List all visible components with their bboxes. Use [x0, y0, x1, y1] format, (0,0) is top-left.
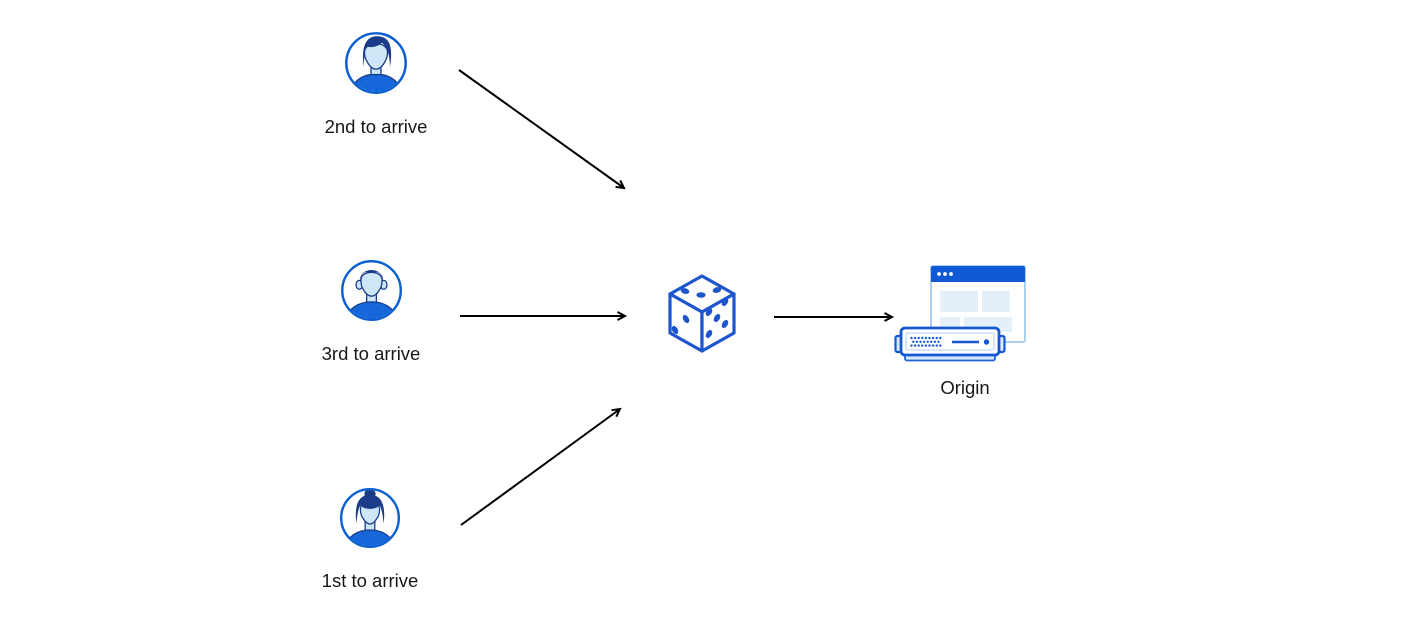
avatar-man-swoop-hair-icon	[345, 32, 407, 94]
dice-icon	[668, 274, 736, 353]
browser-window-icon	[930, 265, 1026, 343]
node-label: 3rd to arrive	[321, 343, 421, 364]
arrow-2nd-to-dice	[458, 69, 626, 190]
node-visitor-3rd: 3rd to arrive	[291, 258, 451, 364]
node-label: Origin	[940, 377, 990, 398]
node-origin: Origin	[894, 265, 1036, 410]
server-icon	[894, 326, 1006, 362]
node-visitor-1st: 1st to arrive	[290, 486, 450, 591]
node-label: 2nd to arrive	[324, 116, 428, 137]
avatar-woman-bun-icon	[340, 488, 400, 548]
node-randomizer	[664, 272, 740, 356]
node-label: 1st to arrive	[321, 570, 419, 591]
node-visitor-2nd: 2nd to arrive	[296, 30, 456, 137]
arrow-1st-to-dice	[460, 407, 622, 526]
avatar-man-short-hair-icon	[340, 260, 402, 321]
